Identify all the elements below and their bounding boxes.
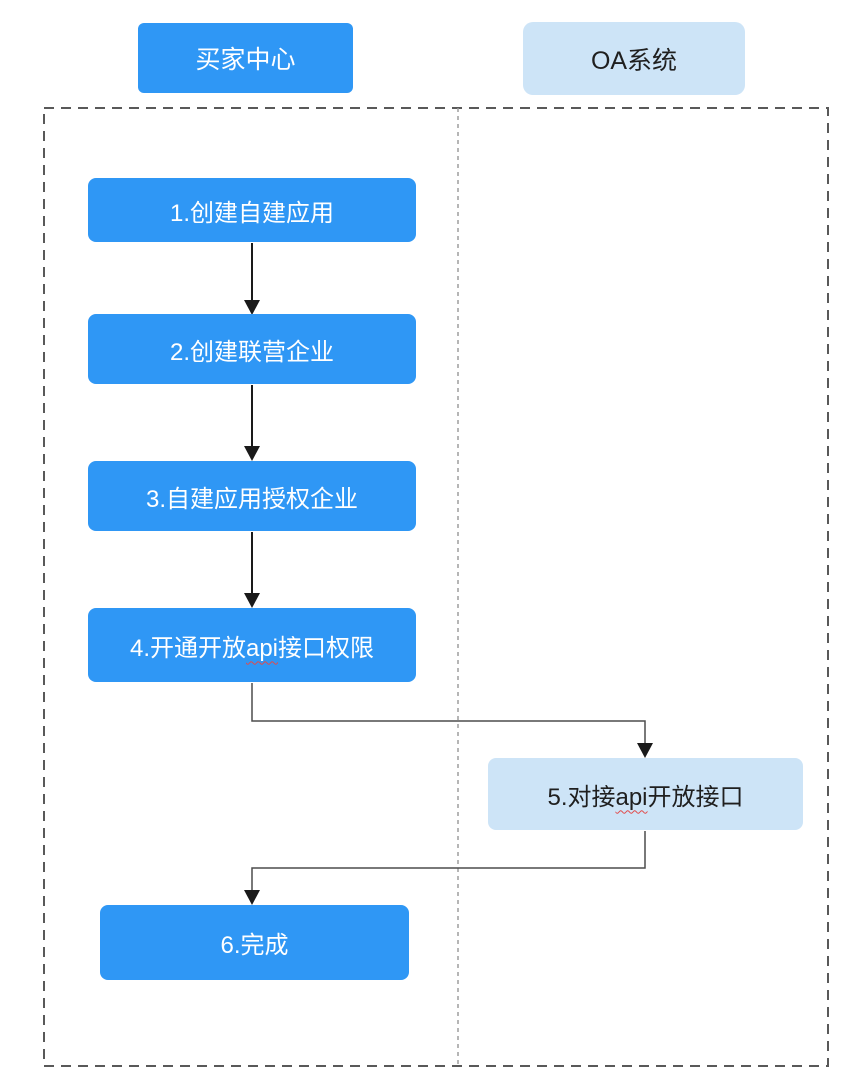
step-4-label-post: 接口权限 [278, 634, 375, 662]
lane-header-buyer-center: 买家中心 [138, 23, 353, 93]
step-2-label: 2.创建联营企业 [169, 338, 334, 366]
step-4-label-api: api [245, 634, 279, 662]
arrow-step3-to-step4 [244, 532, 260, 608]
arrow-step2-to-step3 [244, 385, 260, 461]
lane-header-oa-system: OA系统 [523, 22, 745, 95]
step-box-6-complete: 6.完成 [100, 905, 409, 980]
step-5-label-api: api [615, 783, 648, 811]
swimlane-dashed-border [43, 107, 829, 1067]
step-5-label-post: 开放接口 [647, 783, 744, 811]
arrow-step1-to-step2 [244, 243, 260, 315]
step-box-1-create-app: 1.创建自建应用 [88, 178, 416, 242]
step-box-4-open-api-permission: 4.开通开放api接口权限 [88, 608, 416, 682]
step-6-label: 6.完成 [220, 932, 289, 959]
step-box-2-create-enterprise: 2.创建联营企业 [88, 314, 416, 384]
lane-header-oa-system-label: OA系统 [590, 46, 678, 75]
step-5-label: 5.对接api开放接口 [547, 777, 743, 812]
step-box-5-integrate-api: 5.对接api开放接口 [488, 758, 803, 830]
step-4-label: 4.开通开放api接口权限 [130, 628, 374, 663]
step-3-label: 3.自建应用授权企业 [145, 485, 358, 513]
lane-header-buyer-center-label: 买家中心 [195, 46, 296, 74]
step-1-label: 1.创建自建应用 [169, 199, 334, 227]
step-4-label-pre: 4.开通开放 [129, 634, 246, 662]
arrow-step4-to-step5 [251, 683, 653, 758]
step-5-label-pre: 5.对接 [547, 783, 616, 811]
arrow-step5-to-step6 [244, 831, 646, 905]
step-box-3-authorize-enterprise: 3.自建应用授权企业 [88, 461, 416, 531]
